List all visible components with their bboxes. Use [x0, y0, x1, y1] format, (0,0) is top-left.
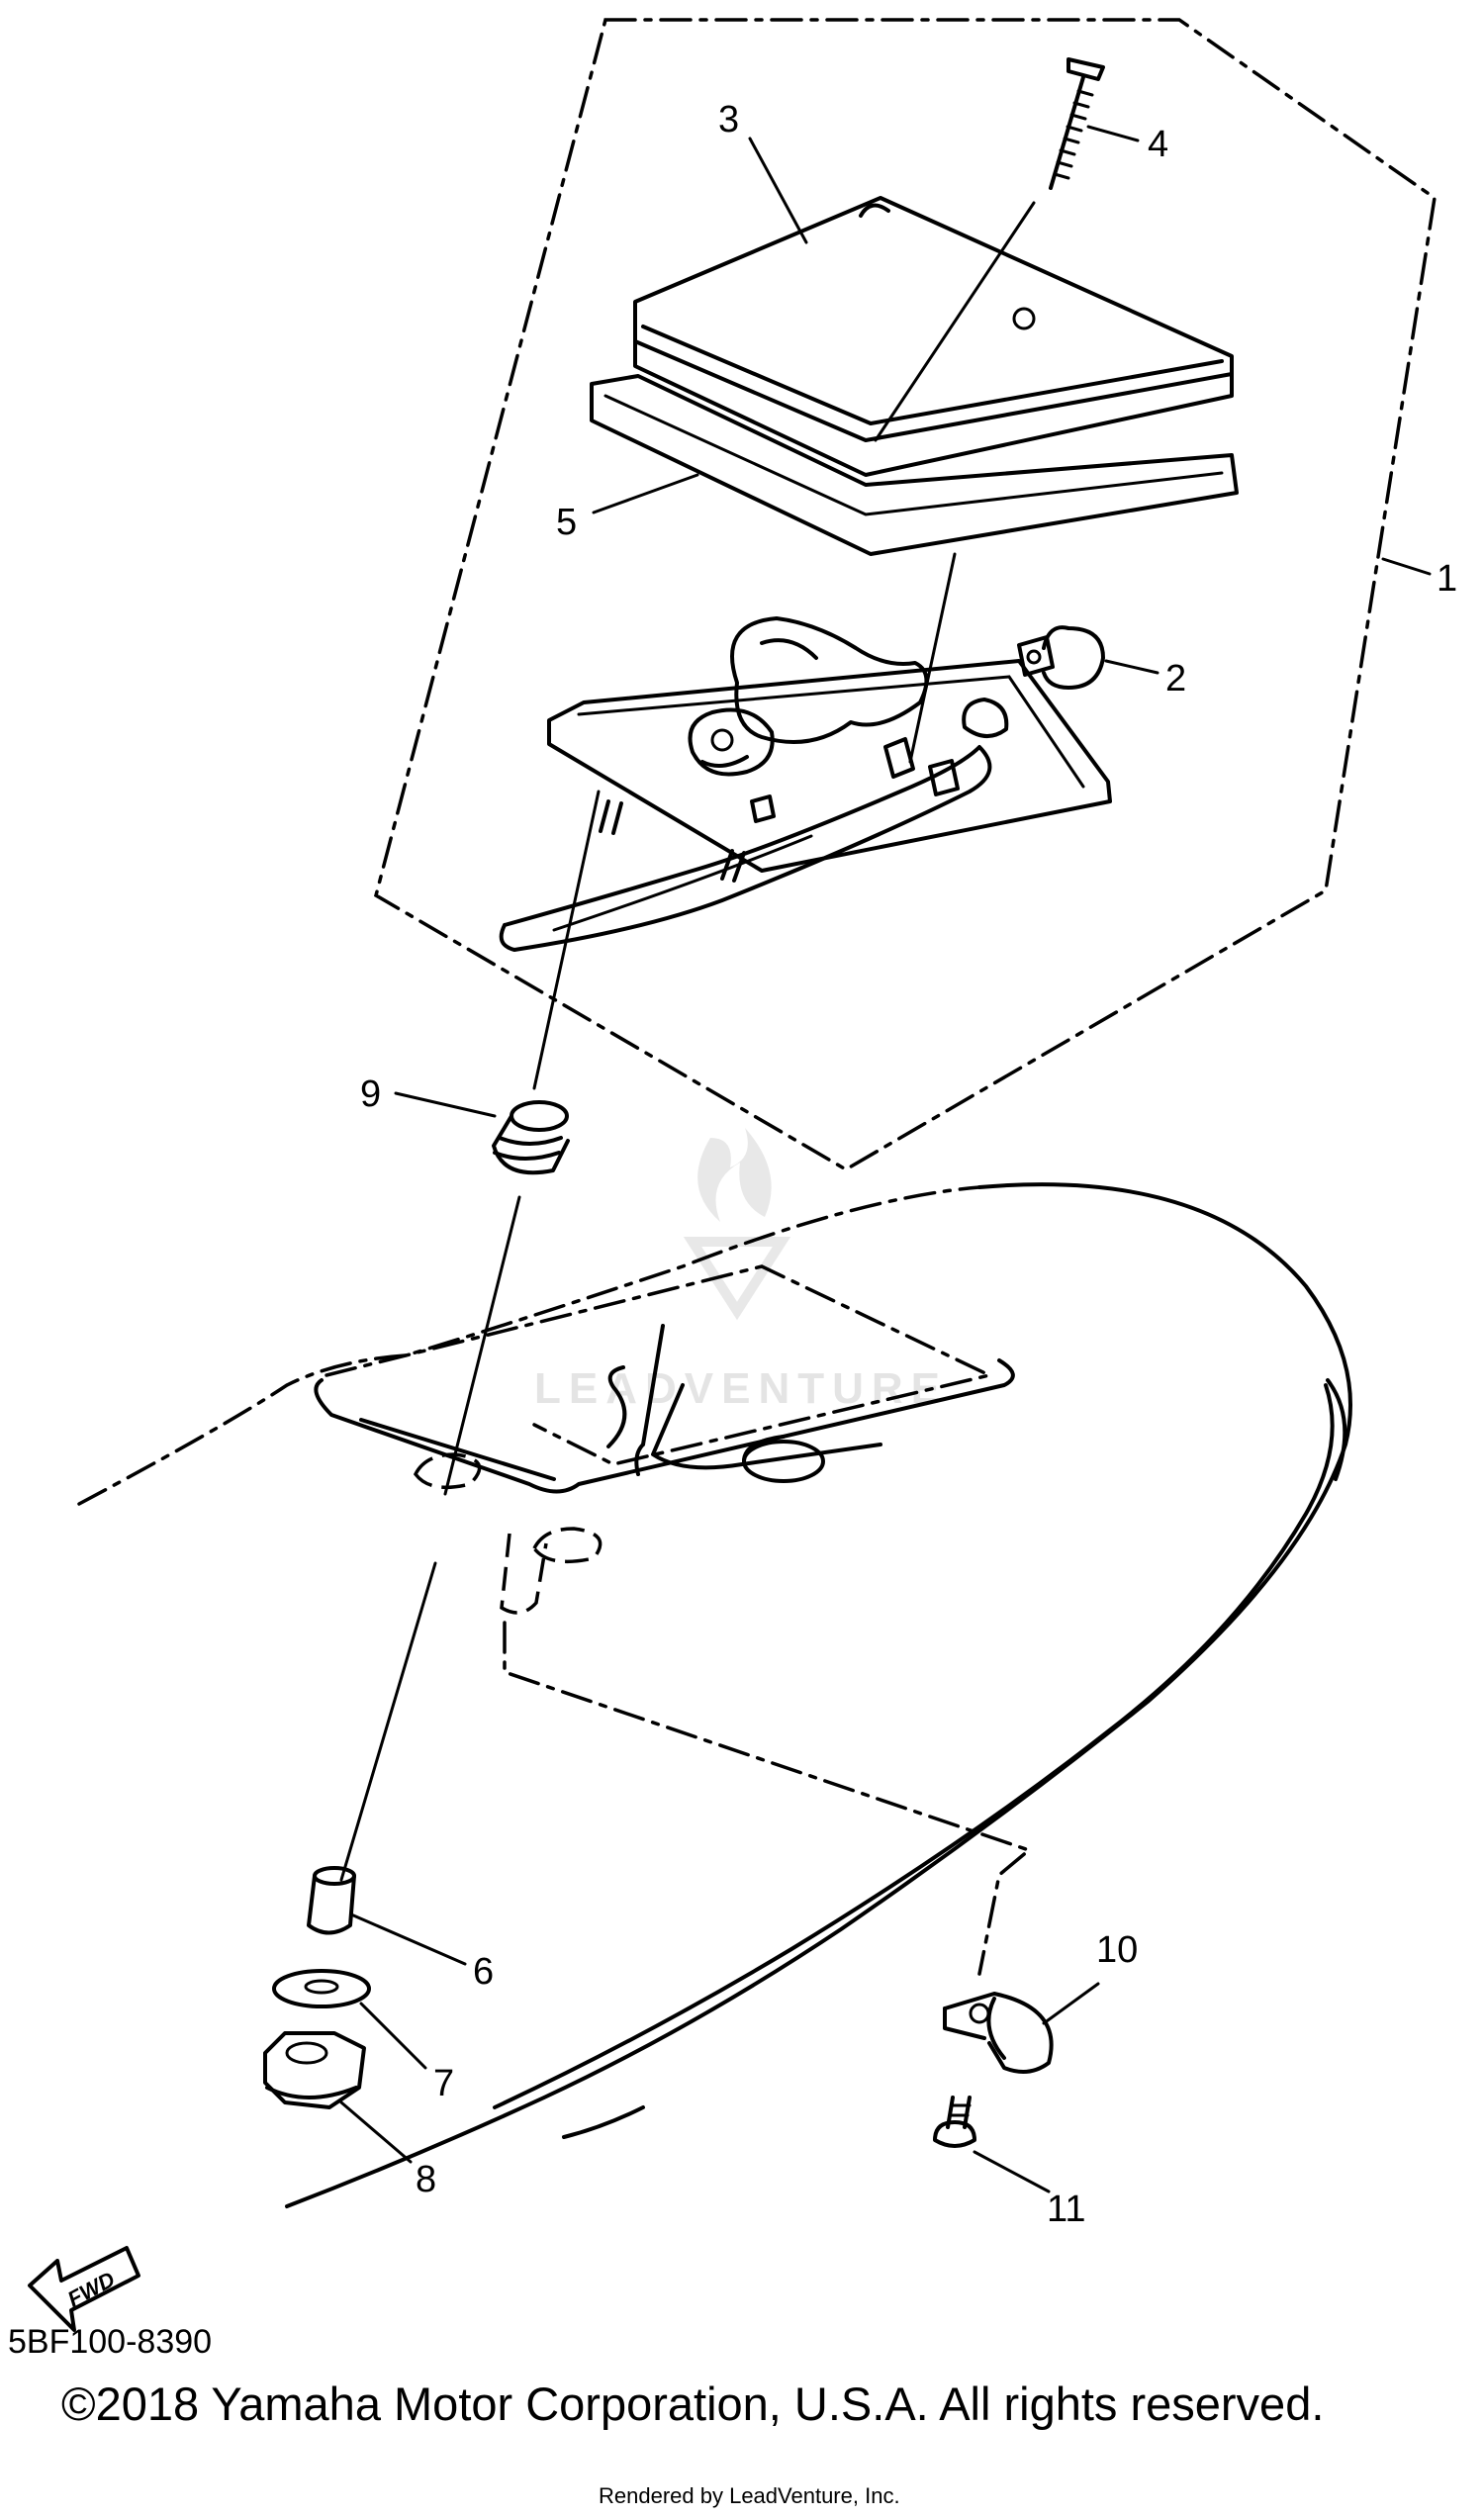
guide-line-screw-lower — [908, 552, 957, 764]
drawing-code: 5BF100-8390 — [8, 2323, 213, 2361]
watermark-text: LEADVENTURE — [534, 1364, 948, 1413]
leader-6 — [349, 1912, 467, 1966]
leader-3 — [748, 137, 808, 244]
rendered-by-notice: Rendered by LeadVenture, Inc. — [599, 2483, 900, 2508]
part-6-collar — [307, 1866, 356, 1935]
leader-5 — [592, 473, 699, 514]
part-10-clamp — [943, 1992, 1054, 2074]
seat — [77, 1182, 1352, 2208]
guide-line-grommet — [443, 1195, 521, 1496]
part-5-gasket — [590, 374, 1239, 556]
callout-7: 7 — [433, 2063, 454, 2104]
fwd-arrow-icon: FWD — [28, 2246, 140, 2332]
leader-9 — [394, 1091, 497, 1118]
callout-9: 9 — [360, 1073, 381, 1115]
part-11-screw — [933, 2096, 976, 2148]
callout-10: 10 — [1096, 1929, 1138, 1971]
callout-5: 5 — [556, 502, 577, 543]
leader-1 — [1381, 557, 1432, 576]
callout-8: 8 — [416, 2159, 436, 2200]
leader-10 — [1042, 1982, 1100, 2025]
leader-11 — [973, 2150, 1051, 2193]
leadventure-watermark: LEADVENTURE — [534, 1128, 948, 1413]
callout-11: 11 — [1047, 2189, 1085, 2230]
part-3-lid — [633, 196, 1234, 477]
callout-6: 6 — [473, 1951, 494, 1993]
assembly-boundary — [373, 18, 1437, 1172]
callout-2: 2 — [1165, 658, 1186, 699]
leader-7 — [359, 2002, 427, 2070]
copyright-notice: ©2018 Yamaha Motor Corporation, U.S.A. A… — [61, 2378, 1325, 2430]
part-9-grommet — [492, 1100, 570, 1175]
part-8-nut — [263, 2031, 366, 2109]
leader-8 — [339, 2100, 413, 2164]
part-7-washer — [272, 1969, 371, 2008]
callout-4: 4 — [1148, 124, 1168, 165]
part-1-meter-housing — [499, 616, 1112, 952]
part-2-bulb — [1017, 625, 1105, 690]
guide-line-nut — [339, 1561, 437, 1882]
part-4-screw — [1049, 57, 1105, 190]
leader-4 — [1086, 125, 1140, 142]
callout-3: 3 — [718, 99, 739, 140]
callout-1: 1 — [1437, 558, 1457, 600]
guide-line-screw — [874, 201, 1036, 442]
leader-2 — [1104, 659, 1159, 675]
